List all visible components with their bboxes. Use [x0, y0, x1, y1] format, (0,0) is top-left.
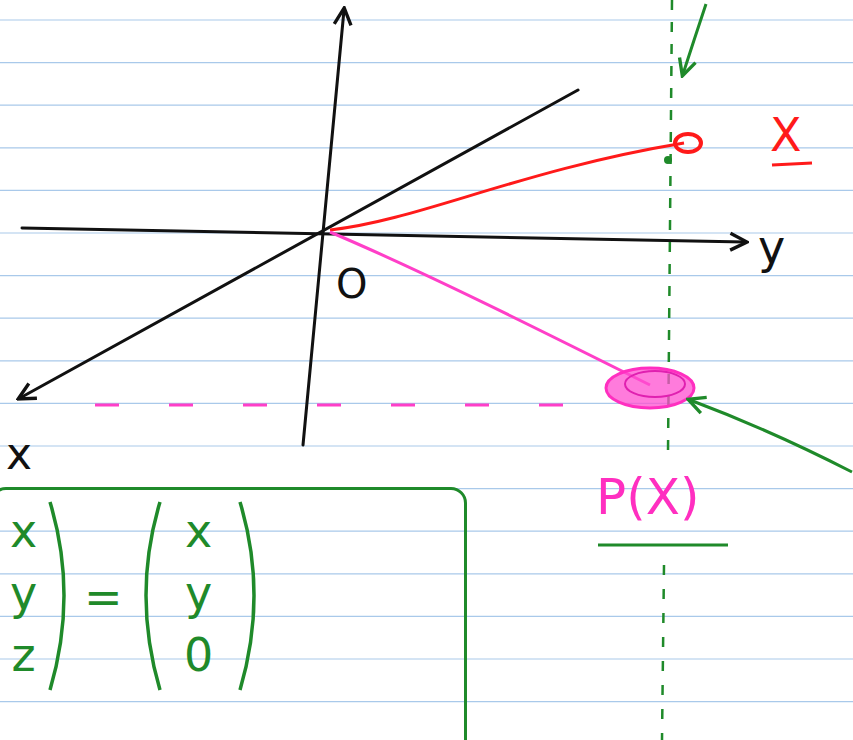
- point-label: X: [770, 110, 802, 161]
- projected-point: [625, 371, 685, 397]
- parenthesis: [50, 502, 64, 690]
- projection-label: P(X): [596, 470, 699, 525]
- ruled-line: [0, 658, 853, 659]
- projection-line: [662, 565, 664, 740]
- ruled-line: [0, 19, 853, 20]
- x-axis: [20, 90, 578, 398]
- vector-column: x y z: [10, 500, 37, 686]
- pointer-arrow: [683, 4, 706, 74]
- ruled-line: [0, 531, 853, 532]
- point-marker: [675, 134, 701, 152]
- point-vector: [330, 143, 684, 230]
- ruled-line: [0, 232, 853, 233]
- marker-dot: [664, 156, 672, 164]
- ruled-line: [0, 573, 853, 574]
- underline: [598, 544, 728, 547]
- origin-label: O: [336, 262, 367, 306]
- ruled-line: [0, 360, 853, 361]
- ruled-line: [0, 105, 853, 106]
- ruled-line: [0, 62, 853, 63]
- parenthesis: [240, 502, 254, 690]
- parenthesis: [146, 502, 160, 690]
- z-axis: [303, 10, 344, 445]
- ruled-line: [0, 147, 853, 148]
- vector-column: x y 0: [184, 500, 213, 686]
- ruled-line: [0, 403, 853, 404]
- axis-label: y: [758, 222, 785, 273]
- pointer-arrow: [690, 400, 852, 472]
- ruled-line: [0, 445, 853, 446]
- axis-label: x: [6, 430, 32, 478]
- y-axis: [22, 228, 745, 242]
- projection-vector: [330, 232, 650, 385]
- underline: [772, 163, 812, 165]
- ruled-line: [0, 318, 853, 319]
- projected-point: [606, 368, 694, 408]
- guide-line: [95, 404, 600, 407]
- ruled-line: [0, 701, 853, 702]
- equals-sign: =: [84, 566, 123, 628]
- ruled-line: [0, 190, 853, 191]
- ruled-line: [0, 616, 853, 617]
- ruled-paper: [0, 20, 853, 740]
- formula-box: x y z = x y 0: [0, 487, 467, 740]
